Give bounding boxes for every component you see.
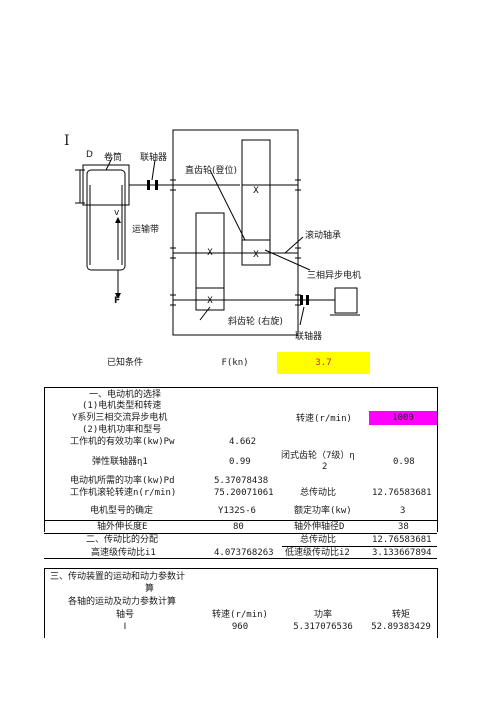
known-label: 已知条件 <box>106 358 143 368</box>
label-helical-gear: 斜齿轮 (右旋) <box>228 317 283 327</box>
label-coupling-bottom: 联轴器 <box>295 332 323 342</box>
i1-label: 高速级传动比i1 <box>91 548 156 558</box>
section3-subtitle: 各轴的运动及动力参数计算 <box>68 597 177 607</box>
pw-value: 4.662 <box>229 437 257 447</box>
pd-value: 5.37078438 <box>214 476 269 486</box>
label-belt: 运输带 <box>132 225 160 235</box>
svg-text:X: X <box>207 296 213 306</box>
section3-title-b: 算 <box>145 584 155 594</box>
svg-text:X: X <box>253 186 259 196</box>
pd-label: 电动机所需的功率(kw)Pd <box>70 476 175 486</box>
section2-total-value: 12.76583681 <box>372 535 432 545</box>
row1-shaft: Ⅰ <box>123 622 127 632</box>
section1-type: Y系列三相交流异步电机 <box>72 413 168 423</box>
label-coupling-top: 联轴器 <box>140 153 168 163</box>
model-value: Y132S-6 <box>218 506 256 516</box>
row1-power: 5.317076536 <box>293 622 353 632</box>
shaft-len-label: 轴外伸长度E <box>97 522 148 532</box>
eta2-label-a: 闭式齿轮（7级）η <box>281 451 355 461</box>
nw-value: 75.20071061 <box>214 488 274 498</box>
section1-title: 一、电动机的选择 <box>89 390 162 400</box>
i2-label: 低速级传动比i2 <box>285 548 350 558</box>
label-drum: 卷筒 <box>104 153 123 163</box>
label-motor: 三相异步电机 <box>307 271 362 281</box>
label-f: F <box>114 296 121 306</box>
known-f-value[interactable]: 3.7 <box>277 352 370 374</box>
eta2-value: 0.98 <box>393 457 415 467</box>
rated-power-value: 3 <box>400 506 406 516</box>
section1-sub1: (1)电机类型和转速 <box>82 401 162 411</box>
eta1-value: 0.99 <box>229 457 251 467</box>
label-d: D <box>86 150 93 160</box>
label-v: v <box>114 208 120 218</box>
rated-power-label: 额定功率(kw) <box>294 506 352 516</box>
i2-value: 3.133667894 <box>372 548 432 558</box>
pw-label: 工作机的有效功率(kw)Pw <box>70 437 175 447</box>
nw-label: 工作机滚轮转速n(r/min) <box>70 488 177 498</box>
header-speed: 转速(r/min) <box>212 610 268 620</box>
known-f-label: F(kn) <box>221 358 249 368</box>
label-bearing: 滚动轴承 <box>305 231 342 241</box>
header-torque: 转矩 <box>391 610 410 620</box>
header-shaft: 轴号 <box>115 610 134 620</box>
eta1-label: 弹性联轴器η1 <box>92 457 148 467</box>
total-ratio-value: 12.76583681 <box>372 488 432 498</box>
row1-speed: 960 <box>231 622 249 632</box>
shaft-dia-value: 38 <box>398 522 409 532</box>
total-ratio-label: 总传动比 <box>300 488 337 498</box>
section2-title: 二、传动比的分配 <box>86 535 159 545</box>
row1-torque: 52.89383429 <box>371 622 431 632</box>
gearbox-diagram: X X X X <box>75 129 360 336</box>
i1-value: 4.073768263 <box>214 548 274 558</box>
shaft-len-value: 80 <box>233 522 244 532</box>
section1-sub2: (2)电机功率和型号 <box>82 425 162 435</box>
svg-text:X: X <box>253 250 259 260</box>
section1-speed-value[interactable]: 1000 <box>369 411 437 425</box>
eta2-label-b: 2 <box>322 462 328 472</box>
section3-title-a: 三、传动装置的运动和动力参数计 <box>50 572 186 582</box>
section1-speed-label: 转速(r/min) <box>296 414 352 424</box>
header-power: 功率 <box>313 610 332 620</box>
shaft-dia-label: 轴外伸轴径D <box>294 522 345 532</box>
label-spur-gear: 直齿轮(登位) <box>185 166 238 176</box>
model-label: 电机型号的确定 <box>90 506 154 516</box>
section2-total-label: 总传动比 <box>300 535 337 545</box>
roman-marker: Ⅰ <box>64 133 70 149</box>
